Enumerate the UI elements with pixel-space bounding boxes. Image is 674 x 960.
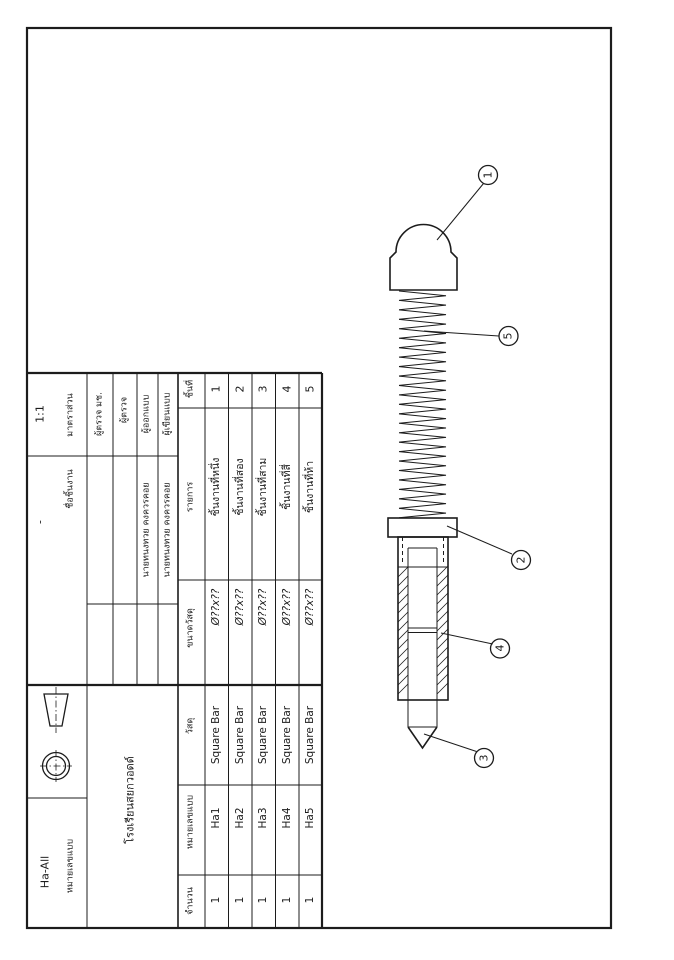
bolt-assembly-drawing	[387, 223, 458, 750]
part-3-material: Square Bar	[256, 705, 269, 765]
col-header-material-size: ขนาดวัสดุ	[185, 608, 196, 648]
part-2-material: Square Bar	[233, 705, 246, 765]
drafter-name: นายทนงทวย คงควรคอย	[162, 482, 173, 578]
part-4-material-size: Ø??x??	[280, 588, 293, 626]
part-1-drawing-no: Ha1	[209, 807, 222, 829]
leader-2	[446, 525, 513, 555]
part-3-no: 3	[256, 385, 270, 393]
drawing-no-label: หมายเลขแบบ	[65, 838, 76, 894]
projection-symbol	[40, 687, 72, 782]
col-header-drawing-no: หมายเลขแบบ	[185, 794, 196, 850]
part-3-description: ชิ้นงานที่สาม	[256, 457, 269, 517]
balloon-4	[489, 638, 511, 659]
drawing-no-value: Ha-All	[38, 855, 52, 889]
designer-label: ผู้ออกแบบ	[141, 394, 152, 434]
part-4-material: Square Bar	[280, 705, 293, 765]
thread-zigzag	[398, 290, 447, 519]
balloon-2	[510, 549, 532, 571]
leader-4	[440, 632, 493, 645]
part-2-material-size: Ø??x??	[233, 588, 246, 626]
balloon-3	[473, 747, 495, 769]
leader-5	[423, 330, 499, 337]
balloon-5	[498, 325, 519, 347]
tip-point-outline	[407, 726, 438, 750]
balloon-3-label: 3	[477, 754, 491, 762]
part-3-quantity: 1	[256, 896, 269, 904]
part-1-description: ชิ้นงานที่หนึ่ง	[209, 457, 222, 517]
part-2-quantity: 1	[233, 896, 246, 904]
projection-cone-icon	[43, 693, 69, 727]
dome-cap-outline	[389, 223, 458, 291]
part-5-material-size: Ø??x??	[303, 588, 316, 626]
designer-name: นายทนงทวย คงควรคอย	[141, 482, 152, 578]
balloon-callouts	[423, 164, 532, 769]
sheet-border	[25, 26, 613, 930]
part-1-quantity: 1	[209, 896, 222, 904]
std-checker-label: ผู้ตรวจ มช.	[94, 391, 105, 437]
col-header-quantity: จำนวน	[185, 887, 196, 915]
part-4-drawing-no: Ha4	[280, 807, 293, 829]
flange-outline	[387, 517, 458, 538]
balloon-5-label: 5	[501, 332, 515, 340]
title-block-grid	[27, 371, 324, 928]
part-name-value: -	[33, 520, 47, 524]
balloon-4-label: 4	[493, 644, 507, 652]
drafter-label: ผู้เขียนแบบ	[162, 392, 173, 436]
part-4-quantity: 1	[280, 896, 293, 904]
part-1-material-size: Ø??x??	[209, 588, 222, 626]
part-1-no: 1	[209, 385, 223, 393]
part-5-description: ชิ้นงานที่ห้า	[303, 460, 316, 514]
section-hatch	[397, 565, 449, 695]
balloon-1-label: 1	[481, 171, 495, 179]
balloon-1	[477, 164, 499, 186]
scale-value: 1:1	[33, 405, 47, 423]
part-name-label: ชื่อชิ้นงาน	[65, 469, 76, 509]
leader-1	[436, 183, 484, 241]
part-2-description: ชิ้นงานที่สอง	[233, 458, 246, 516]
leader-3	[423, 733, 477, 752]
col-header-description: รายการ	[185, 481, 196, 513]
col-header-material: วัสดุ	[185, 717, 196, 735]
part-3-material-size: Ø??x??	[256, 588, 269, 626]
col-header-no: ชิ้นที่	[185, 379, 196, 399]
part-5-material: Square Bar	[303, 705, 316, 765]
scale-label: มาตราส่วน	[65, 393, 76, 437]
school-name: โรงเรียนสยกวอดด์	[123, 756, 137, 844]
checker-label: ผู้ตรวจ	[119, 396, 130, 424]
part-4-no: 4	[280, 385, 294, 393]
part-2-no: 2	[233, 385, 247, 393]
part-2-drawing-no: Ha2	[233, 807, 246, 829]
balloon-2-label: 2	[514, 556, 528, 564]
part-4-description: ชิ้นงานที่สี่	[280, 464, 293, 510]
body-outline	[397, 536, 449, 701]
part-5-drawing-no: Ha5	[303, 807, 316, 829]
part-5-no: 5	[303, 385, 317, 393]
part-3-drawing-no: Ha3	[256, 807, 269, 829]
part-1-material: Square Bar	[209, 705, 222, 765]
part-5-quantity: 1	[303, 896, 316, 904]
